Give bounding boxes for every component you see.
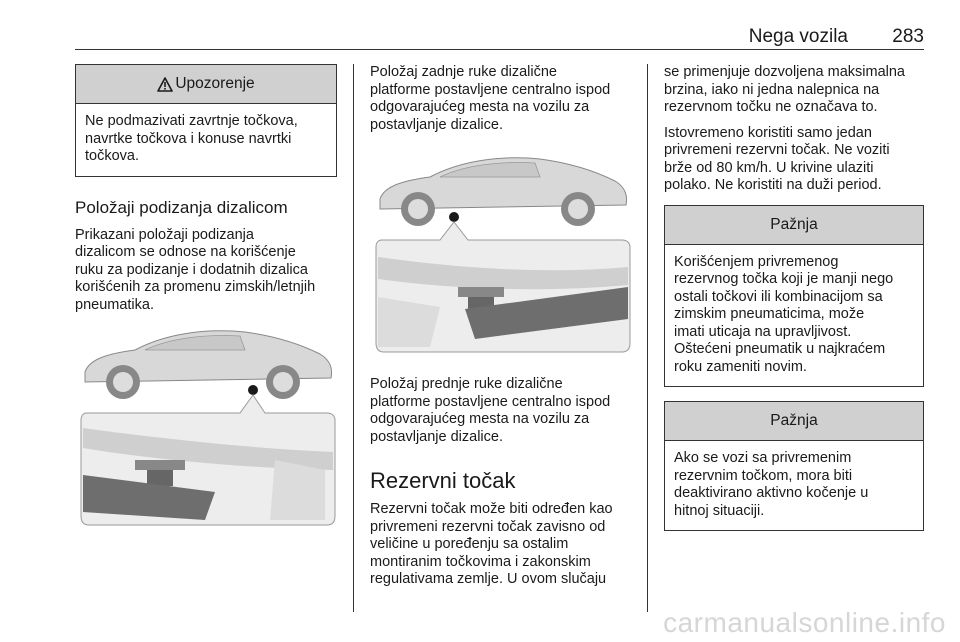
spare-wheel-paragraph: Rezervni točak može biti određen kao pri… [370,501,636,589]
text-line: Položaj prednje ruke dizalične [370,376,563,392]
text-line: privremeni rezervni točak. Ne voziti [664,142,890,158]
caution-text: Korišćenjem privremenog rezervnog točka … [665,245,923,387]
front-arm-caption: Položaj prednje ruke dizalične platforme… [370,376,610,446]
underbody-closeup-front [83,428,333,520]
car-side-view-rear [379,157,628,226]
warning-title: Upozorenje [175,75,255,92]
text-line: brže od 80 km/h. U krivine ulaziti [664,159,874,176]
column-divider-1 [353,64,354,612]
page-header: Nega vozila 283 [75,24,924,50]
page-number: 283 [892,26,924,47]
text-line: rezervnim točkom, mora biti [674,467,853,484]
text-line: roku zameniti novim. [674,358,807,375]
warning-box: Upozorenje Ne podmazivati zavrtnje točko… [75,64,337,177]
column-right: se primenjuje dozvoljena maksimalna brzi… [664,64,924,531]
text-line: Ako se vozi sa privremenim [674,450,852,466]
caution-box-braking: Pažnja Ako se vozi sa privremenim rezerv… [664,401,924,531]
warning-triangle-icon [157,76,174,92]
watermark: carmanualsonline.info [663,607,946,638]
text-line: hitnoj situaciji. [674,502,765,519]
underbody-closeup-rear [378,257,628,347]
caution-header: Pažnja [665,402,923,441]
warning-text: Ne podmazivati zavrtnje točkova, navrtke… [85,113,298,164]
text-line: pneumatika. [75,296,154,313]
text-line: ruku za podizanje i dodatnih dizalica [75,261,308,278]
text-line: dizalicom se odnose na korišćenje [75,244,296,260]
text-line: platforme postavljene centralno ispod [370,393,611,410]
temporary-spare-paragraph: Istovremeno koristiti samo jedan privrem… [664,125,924,195]
column-middle: Položaj zadnje ruke dizalične platforme … [370,64,634,587]
text-line: korišćenih za promenu zimskih/letnjih [75,279,316,295]
text-line: rezervnog točka koji je manji nego [674,271,894,287]
car-side-view-front [84,330,333,399]
text-line: deaktivirano aktivno kočenje u [674,485,869,501]
warning-header: Upozorenje [76,65,336,104]
text-line: odgovarajućeg mesta na vozilu za [370,99,590,115]
text-line: odgovarajućeg mesta na vozilu za [370,411,590,427]
caution-box-handling: Pažnja Korišćenjem privremenog rezervnog… [664,204,924,387]
front-lift-point-illustration [75,320,337,530]
text-line: Oštećeni pneumatik u najkraćem [674,341,886,357]
rear-lift-point-illustration [370,147,632,357]
text-line: zimskim pneumaticima, može [674,306,865,322]
text-line: platforme postavljene centralno ispod [370,81,611,98]
text-line: Položaj zadnje ruke dizalične [370,64,557,80]
text-line: rezervnom točku ne označava to. [664,99,878,115]
text-line: privremeni rezervni točak zavisno od [370,518,606,535]
text-line: montiranim točkovima i zakonskim [370,553,591,570]
text-line: veličine u poređenju sa ostalim [370,536,569,552]
text-line: Rezervni točak može biti određen kao [370,501,613,517]
speed-limit-paragraph: se primenjuje dozvoljena maksimalna brzi… [664,64,924,117]
text-line: ostali točkovi ili kombinacijom sa [674,288,883,305]
text-line: Korišćenjem privremenog [674,253,839,270]
text-line: imati uticaja na upravljivost. [674,323,852,340]
caution-text: Ako se vozi sa privremenim rezervnim toč… [665,441,923,530]
jacking-intro-paragraph: Prikazani položaji podizanja dizalicom s… [75,227,337,315]
text-line: postavljanje dizalice. [370,116,503,133]
text-line: brzina, iako ni jedna nalepnica na [664,81,880,98]
text-line: polako. Ne koristiti na duži period. [664,177,882,193]
column-left: Upozorenje Ne podmazivati zavrtnje točko… [75,64,337,530]
column-divider-2 [647,64,648,612]
section-heading-jacking: Položaji podizanja dizalicom [75,197,288,217]
text-line: postavljanje dizalice. [370,428,503,445]
text-line: Istovremeno koristiti samo jedan [664,124,872,141]
text-line: Prikazani položaji podizanja [75,226,254,243]
rear-arm-caption: Položaj zadnje ruke dizalične platforme … [370,64,634,134]
text-line: se primenjuje dozvoljena maksimalna [664,64,905,80]
page-title: Nega vozila [748,26,848,47]
caution-header: Pažnja [665,205,923,245]
text-line: regulativama zemlje. U ovom slučaju [370,571,607,587]
section-heading-spare-wheel: Rezervni točak [370,468,516,493]
